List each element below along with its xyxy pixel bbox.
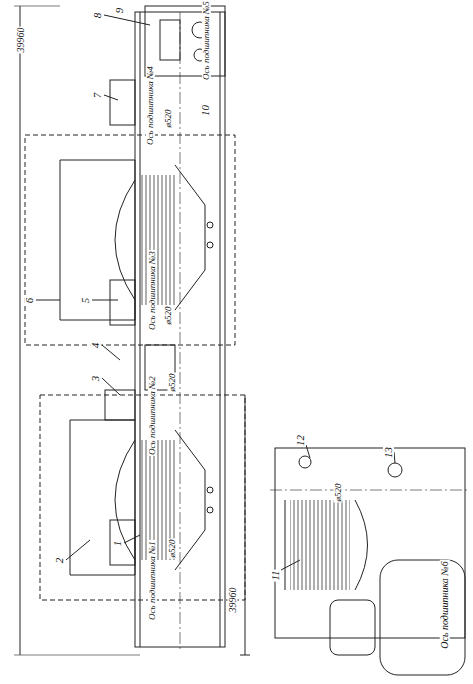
axis-label: Ось подшипника №1 xyxy=(147,540,156,621)
callout-number: 5 xyxy=(81,296,92,304)
callout-number: 8 xyxy=(93,11,104,19)
axis-label: Ось подшипника №6 xyxy=(440,560,450,650)
callout-number: 4 xyxy=(91,341,102,349)
axis-label: ø520 xyxy=(164,305,173,325)
axis-label: 39960 xyxy=(227,587,237,614)
axis-label: 39960 xyxy=(15,27,25,54)
axis-label: Ось подшипника №3 xyxy=(147,250,156,331)
axis-label: Ось подшипника №4 xyxy=(145,65,154,146)
axis-label: Ось подшипника №5 xyxy=(201,0,210,80)
callout-number: 9 xyxy=(115,6,126,14)
callout-number: 11 xyxy=(270,569,281,581)
axis-label: ø520 xyxy=(164,108,173,128)
callout-number: 7 xyxy=(93,91,104,99)
callout-number: 6 xyxy=(25,296,36,304)
callout-number: 1 xyxy=(113,539,124,547)
callout-number: 2 xyxy=(55,556,66,564)
callout-number: 12 xyxy=(295,434,306,447)
callout-number: 3 xyxy=(91,374,102,382)
axis-label: ø520 xyxy=(334,482,343,502)
axis-label: Ось подшипника №2 xyxy=(147,375,156,456)
axis-label: ø520 xyxy=(168,538,177,558)
callout-number: 13 xyxy=(383,446,394,459)
callout-number: 10 xyxy=(200,104,211,117)
axis-label: ø520 xyxy=(168,372,177,392)
